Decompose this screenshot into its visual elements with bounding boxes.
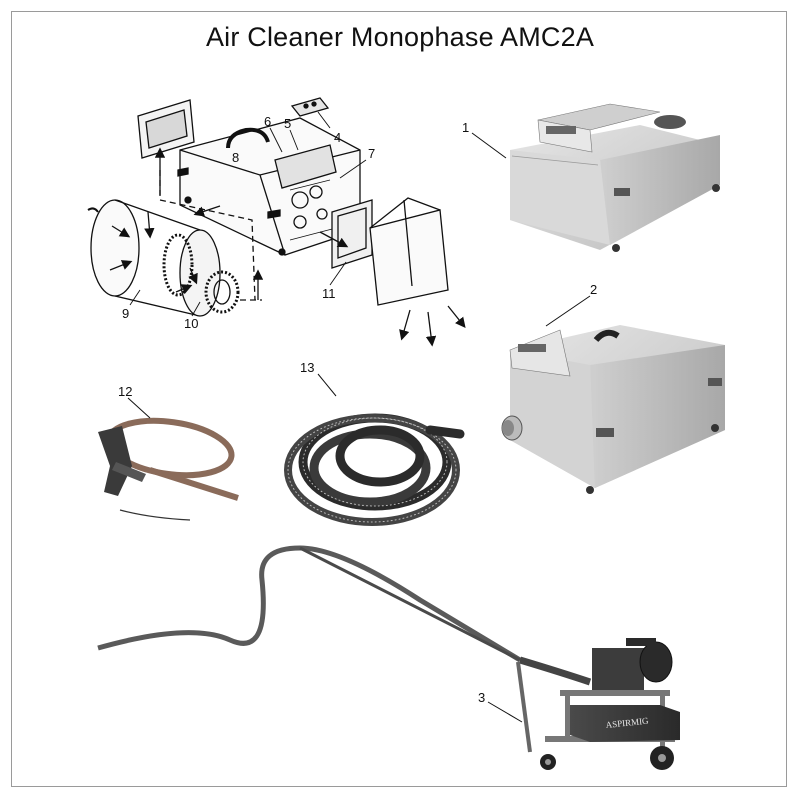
callout-3: 3 [478,690,486,705]
rear-panel-part [137,99,195,159]
callout-11: 11 [322,286,336,301]
machine-photo-2 [501,325,725,494]
callout-4: 4 [334,130,342,145]
brand-label: ASPIRMIG [605,715,649,729]
callout-8: 8 [232,150,240,165]
callout-9: 9 [122,306,130,321]
exploded-view-drawing [87,97,466,347]
callout-1: 1 [462,120,470,135]
coiled-hose-part-13 [284,413,465,526]
callout-13: 13 [300,360,315,375]
leader-1 [471,132,507,159]
collection-box-part [369,197,449,306]
callout-6: 6 [264,114,272,129]
leader-2 [545,295,591,327]
exploded-leaders [129,111,367,317]
figure-title: Air Cleaner Monophase AMC2A [205,22,595,52]
callout-12: 12 [118,384,133,399]
filter-cylinder-part [87,199,240,317]
callout-5: 5 [284,116,292,131]
callout-10: 10 [184,316,199,331]
leader-3 [487,701,523,723]
flow-arrows [109,147,466,347]
main-housing-part [177,117,361,256]
leader-12 [127,397,151,419]
control-board-part [290,97,330,117]
leader-13 [317,373,337,397]
filter-frame-part [331,199,373,269]
callout-7: 7 [368,146,376,161]
earth-clamp-part-12 [98,417,239,521]
mobile-unit-photo-3: ASPIRMIG [97,545,680,770]
machine-photo-1 [510,103,720,252]
callout-2: 2 [590,282,598,297]
